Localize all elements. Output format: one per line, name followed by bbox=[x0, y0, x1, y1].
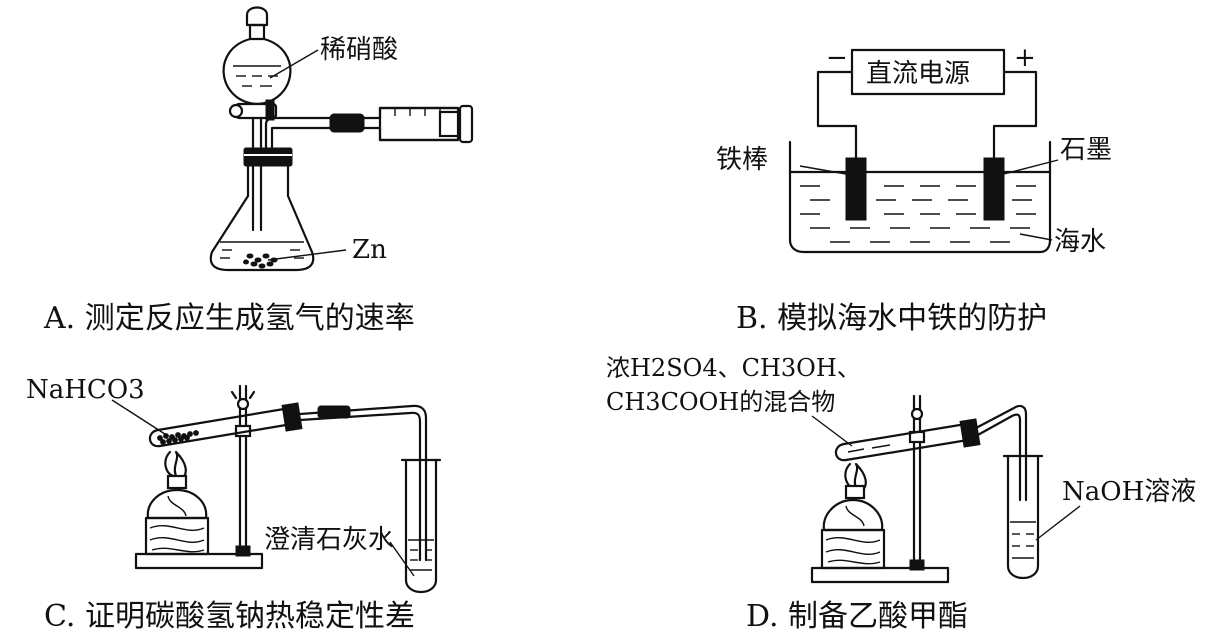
leader-graphite bbox=[1003, 159, 1059, 175]
tube-stopper bbox=[281, 402, 303, 432]
wooden-block bbox=[144, 516, 210, 556]
leader-acid bbox=[269, 49, 319, 79]
funnel-stopper bbox=[245, 6, 269, 27]
caption-a: A. 测定反应生成氢气的速率 bbox=[43, 301, 415, 336]
receiving-tube bbox=[404, 458, 438, 594]
conical-flask bbox=[209, 164, 315, 272]
iron-rod bbox=[845, 157, 867, 221]
clamp-screw-d bbox=[910, 407, 924, 421]
negative-terminal: − bbox=[826, 43, 848, 73]
leader-mixture bbox=[811, 415, 853, 447]
wire-negative bbox=[816, 70, 858, 160]
delivery-tube-c bbox=[298, 404, 428, 562]
caption-b: B. 模拟海水中铁的防护 bbox=[736, 301, 1047, 336]
reaction-tube bbox=[834, 422, 970, 462]
delivery-tube-d bbox=[974, 404, 1028, 502]
caption-d: D. 制备乙酸甲酯 bbox=[746, 599, 968, 634]
limewater bbox=[408, 539, 434, 571]
rubber-connector-c bbox=[317, 405, 351, 419]
naoh-solution bbox=[1010, 521, 1036, 559]
spirit-lamp-d bbox=[820, 462, 886, 570]
gas-syringe bbox=[362, 104, 474, 144]
panel-a: 稀硝酸 Zn A. 测定反应生成氢气的速率 bbox=[43, 6, 474, 336]
label-nahco3: NaHCO3 bbox=[26, 375, 145, 405]
trough bbox=[788, 140, 1052, 254]
panel-b: 直流电源 − + 铁棒 石墨 海水 B. 模拟海水中铁的防护 bbox=[716, 43, 1112, 336]
caption-c: C. 证明碳酸氢钠热稳定性差 bbox=[44, 599, 415, 634]
leader-zn bbox=[267, 249, 347, 261]
leader-water bbox=[1019, 233, 1053, 241]
stand-base-d bbox=[810, 566, 950, 584]
flame bbox=[164, 450, 187, 482]
graphite-rod bbox=[983, 157, 1005, 221]
wire-positive bbox=[992, 70, 1038, 160]
delivery-tube bbox=[264, 116, 332, 162]
receiving-tube-d bbox=[1006, 454, 1040, 580]
leader-iron bbox=[799, 165, 847, 175]
zinc-granules bbox=[243, 253, 278, 269]
tube-stopper-d bbox=[959, 418, 981, 448]
label-acid: 稀硝酸 bbox=[320, 35, 398, 65]
power-supply-label: 直流电源 bbox=[866, 59, 970, 89]
leader-naoh bbox=[1035, 505, 1081, 541]
seawater bbox=[800, 185, 1036, 243]
heated-test-tube bbox=[148, 406, 294, 448]
label-water: 海水 bbox=[1054, 227, 1106, 257]
label-mixture-line1: 浓H2SO4、CH3OH、 bbox=[606, 354, 861, 382]
rod-foot bbox=[235, 545, 251, 557]
leader-limewater bbox=[389, 541, 415, 577]
clamp-screw bbox=[230, 390, 256, 400]
wooden-block-d bbox=[820, 528, 886, 570]
panel-c: NaHCO3 澄清石灰水 C. 证明碳酸氢钠热稳定性差 bbox=[26, 375, 442, 634]
panel-d: 浓H2SO4、CH3OH、 CH3COOH的混合物 NaOH溶液 bbox=[606, 354, 1196, 634]
label-naoh: NaOH溶液 bbox=[1062, 477, 1196, 507]
label-iron: 铁棒 bbox=[716, 145, 768, 175]
flask-liquid bbox=[220, 241, 304, 259]
leader-nahco3 bbox=[111, 399, 169, 437]
label-limewater: 澄清石灰水 bbox=[264, 525, 394, 555]
rubber-stopper bbox=[243, 147, 293, 167]
separatory-funnel bbox=[222, 6, 292, 232]
lamp-body bbox=[146, 488, 208, 520]
label-mixture-line2: CH3COOH的混合物 bbox=[606, 388, 835, 416]
label-zn: Zn bbox=[352, 235, 387, 265]
spirit-lamp bbox=[144, 450, 210, 556]
label-graphite: 石墨 bbox=[1060, 135, 1112, 165]
rubber-connector bbox=[329, 113, 365, 133]
funnel-neck bbox=[248, 23, 266, 41]
positive-terminal: + bbox=[1014, 43, 1036, 73]
